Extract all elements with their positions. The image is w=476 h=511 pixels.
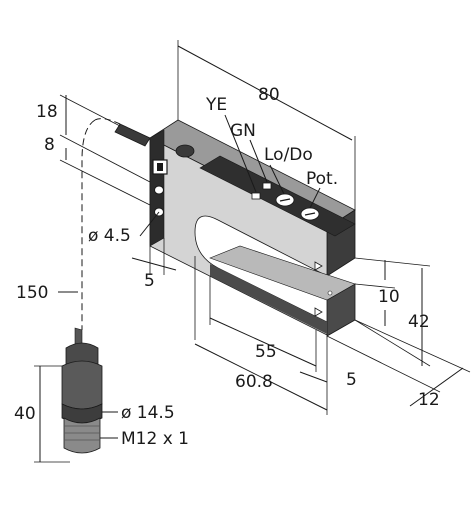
dim-hole-edge-5: 5 xyxy=(144,271,155,291)
dimension-lines xyxy=(34,40,471,463)
dim-slot-depth-55: 55 xyxy=(255,342,277,362)
yellow-led xyxy=(251,192,261,200)
dim-slot-height-10: 10 xyxy=(378,287,400,307)
dim-height-42: 42 xyxy=(408,312,430,332)
dim-connector-diameter: ø 14.5 xyxy=(121,403,175,423)
label-mode-switch: Lo/Do xyxy=(264,145,313,165)
label-yellow-led: YE xyxy=(205,95,227,115)
dim-edge-to-slot-5: 5 xyxy=(346,370,357,390)
dim-slot-width-60-8: 60.8 xyxy=(235,372,273,392)
dim-hole-diameter: ø 4.5 xyxy=(88,226,131,246)
sensor-lens xyxy=(175,144,195,158)
dim-mount-offset-8: 8 xyxy=(44,135,55,155)
cable-gland xyxy=(152,159,168,175)
dim-thread-m12: M12 x 1 xyxy=(121,429,189,449)
arrow-marker-icon xyxy=(314,261,333,317)
dim-fork-depth-12: 12 xyxy=(418,390,440,410)
dim-connector-height-40: 40 xyxy=(14,404,36,424)
m12-connector xyxy=(61,327,103,454)
label-potentiometer: Pot. xyxy=(306,169,338,189)
cable xyxy=(81,118,151,330)
dim-cable-length-150: 150 xyxy=(16,283,48,303)
mounting-hole-upper xyxy=(154,185,164,195)
label-green-led: GN xyxy=(230,121,256,141)
potentiometer xyxy=(300,207,320,221)
dim-cable-offset-18: 18 xyxy=(36,102,58,122)
green-led xyxy=(262,182,272,190)
dim-length-80: 80 xyxy=(258,85,280,105)
mode-switch xyxy=(275,193,295,207)
